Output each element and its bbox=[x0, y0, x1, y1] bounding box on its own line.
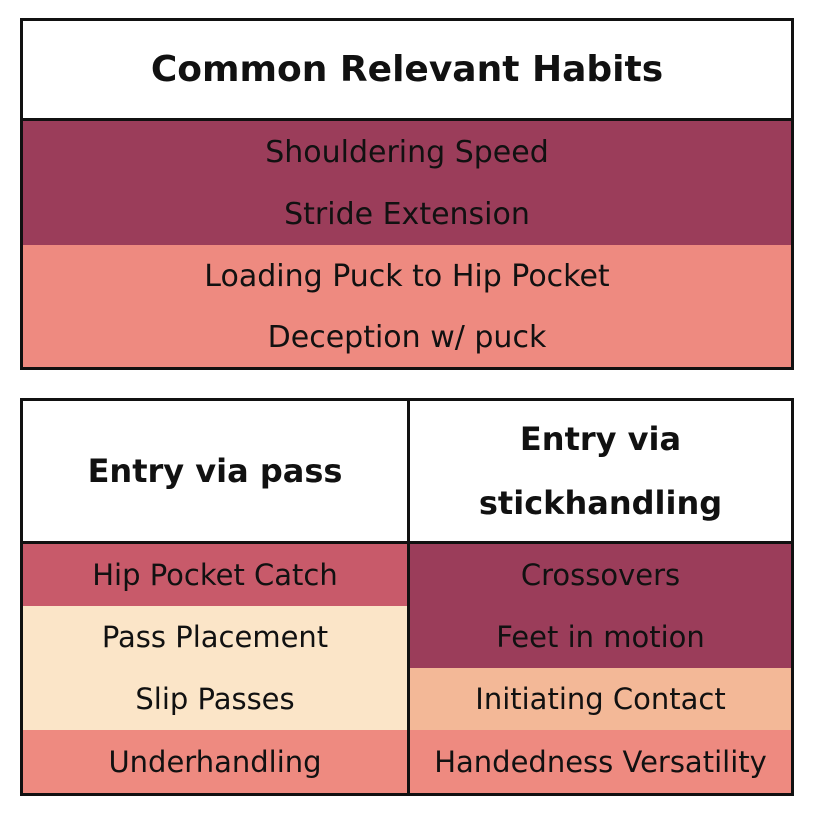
habit-row: Deception w/ puck bbox=[23, 307, 791, 367]
header-line-2: stickhandling bbox=[478, 484, 723, 522]
pass-habit-row: Slip Passes bbox=[23, 668, 407, 730]
common-habits-title: Common Relevant Habits bbox=[23, 21, 791, 121]
common-habits-table: Common Relevant Habits Shouldering Speed… bbox=[20, 18, 794, 370]
entry-via-stickhandling-column: Entry via stickhandling Crossovers Feet … bbox=[410, 401, 791, 793]
pass-habit-row: Pass Placement bbox=[23, 606, 407, 668]
stickhandling-habit-row: Handedness Versatility bbox=[410, 730, 791, 793]
habit-row: Stride Extension bbox=[23, 183, 791, 245]
pass-habit-row: Underhandling bbox=[23, 730, 407, 793]
entry-via-pass-column: Entry via pass Hip Pocket Catch Pass Pla… bbox=[23, 401, 410, 793]
stickhandling-habit-row: Feet in motion bbox=[410, 606, 791, 668]
entry-via-stickhandling-header: Entry via stickhandling bbox=[410, 401, 791, 544]
pass-habit-row: Hip Pocket Catch bbox=[23, 544, 407, 606]
stickhandling-habit-row: Crossovers bbox=[410, 544, 791, 606]
habit-row: Loading Puck to Hip Pocket bbox=[23, 245, 791, 307]
entry-methods-table: Entry via pass Hip Pocket Catch Pass Pla… bbox=[20, 398, 794, 796]
habit-row: Shouldering Speed bbox=[23, 121, 791, 183]
stickhandling-habit-row: Initiating Contact bbox=[410, 668, 791, 730]
entry-via-pass-header: Entry via pass bbox=[23, 401, 407, 544]
header-line-1: Entry via bbox=[519, 420, 682, 458]
